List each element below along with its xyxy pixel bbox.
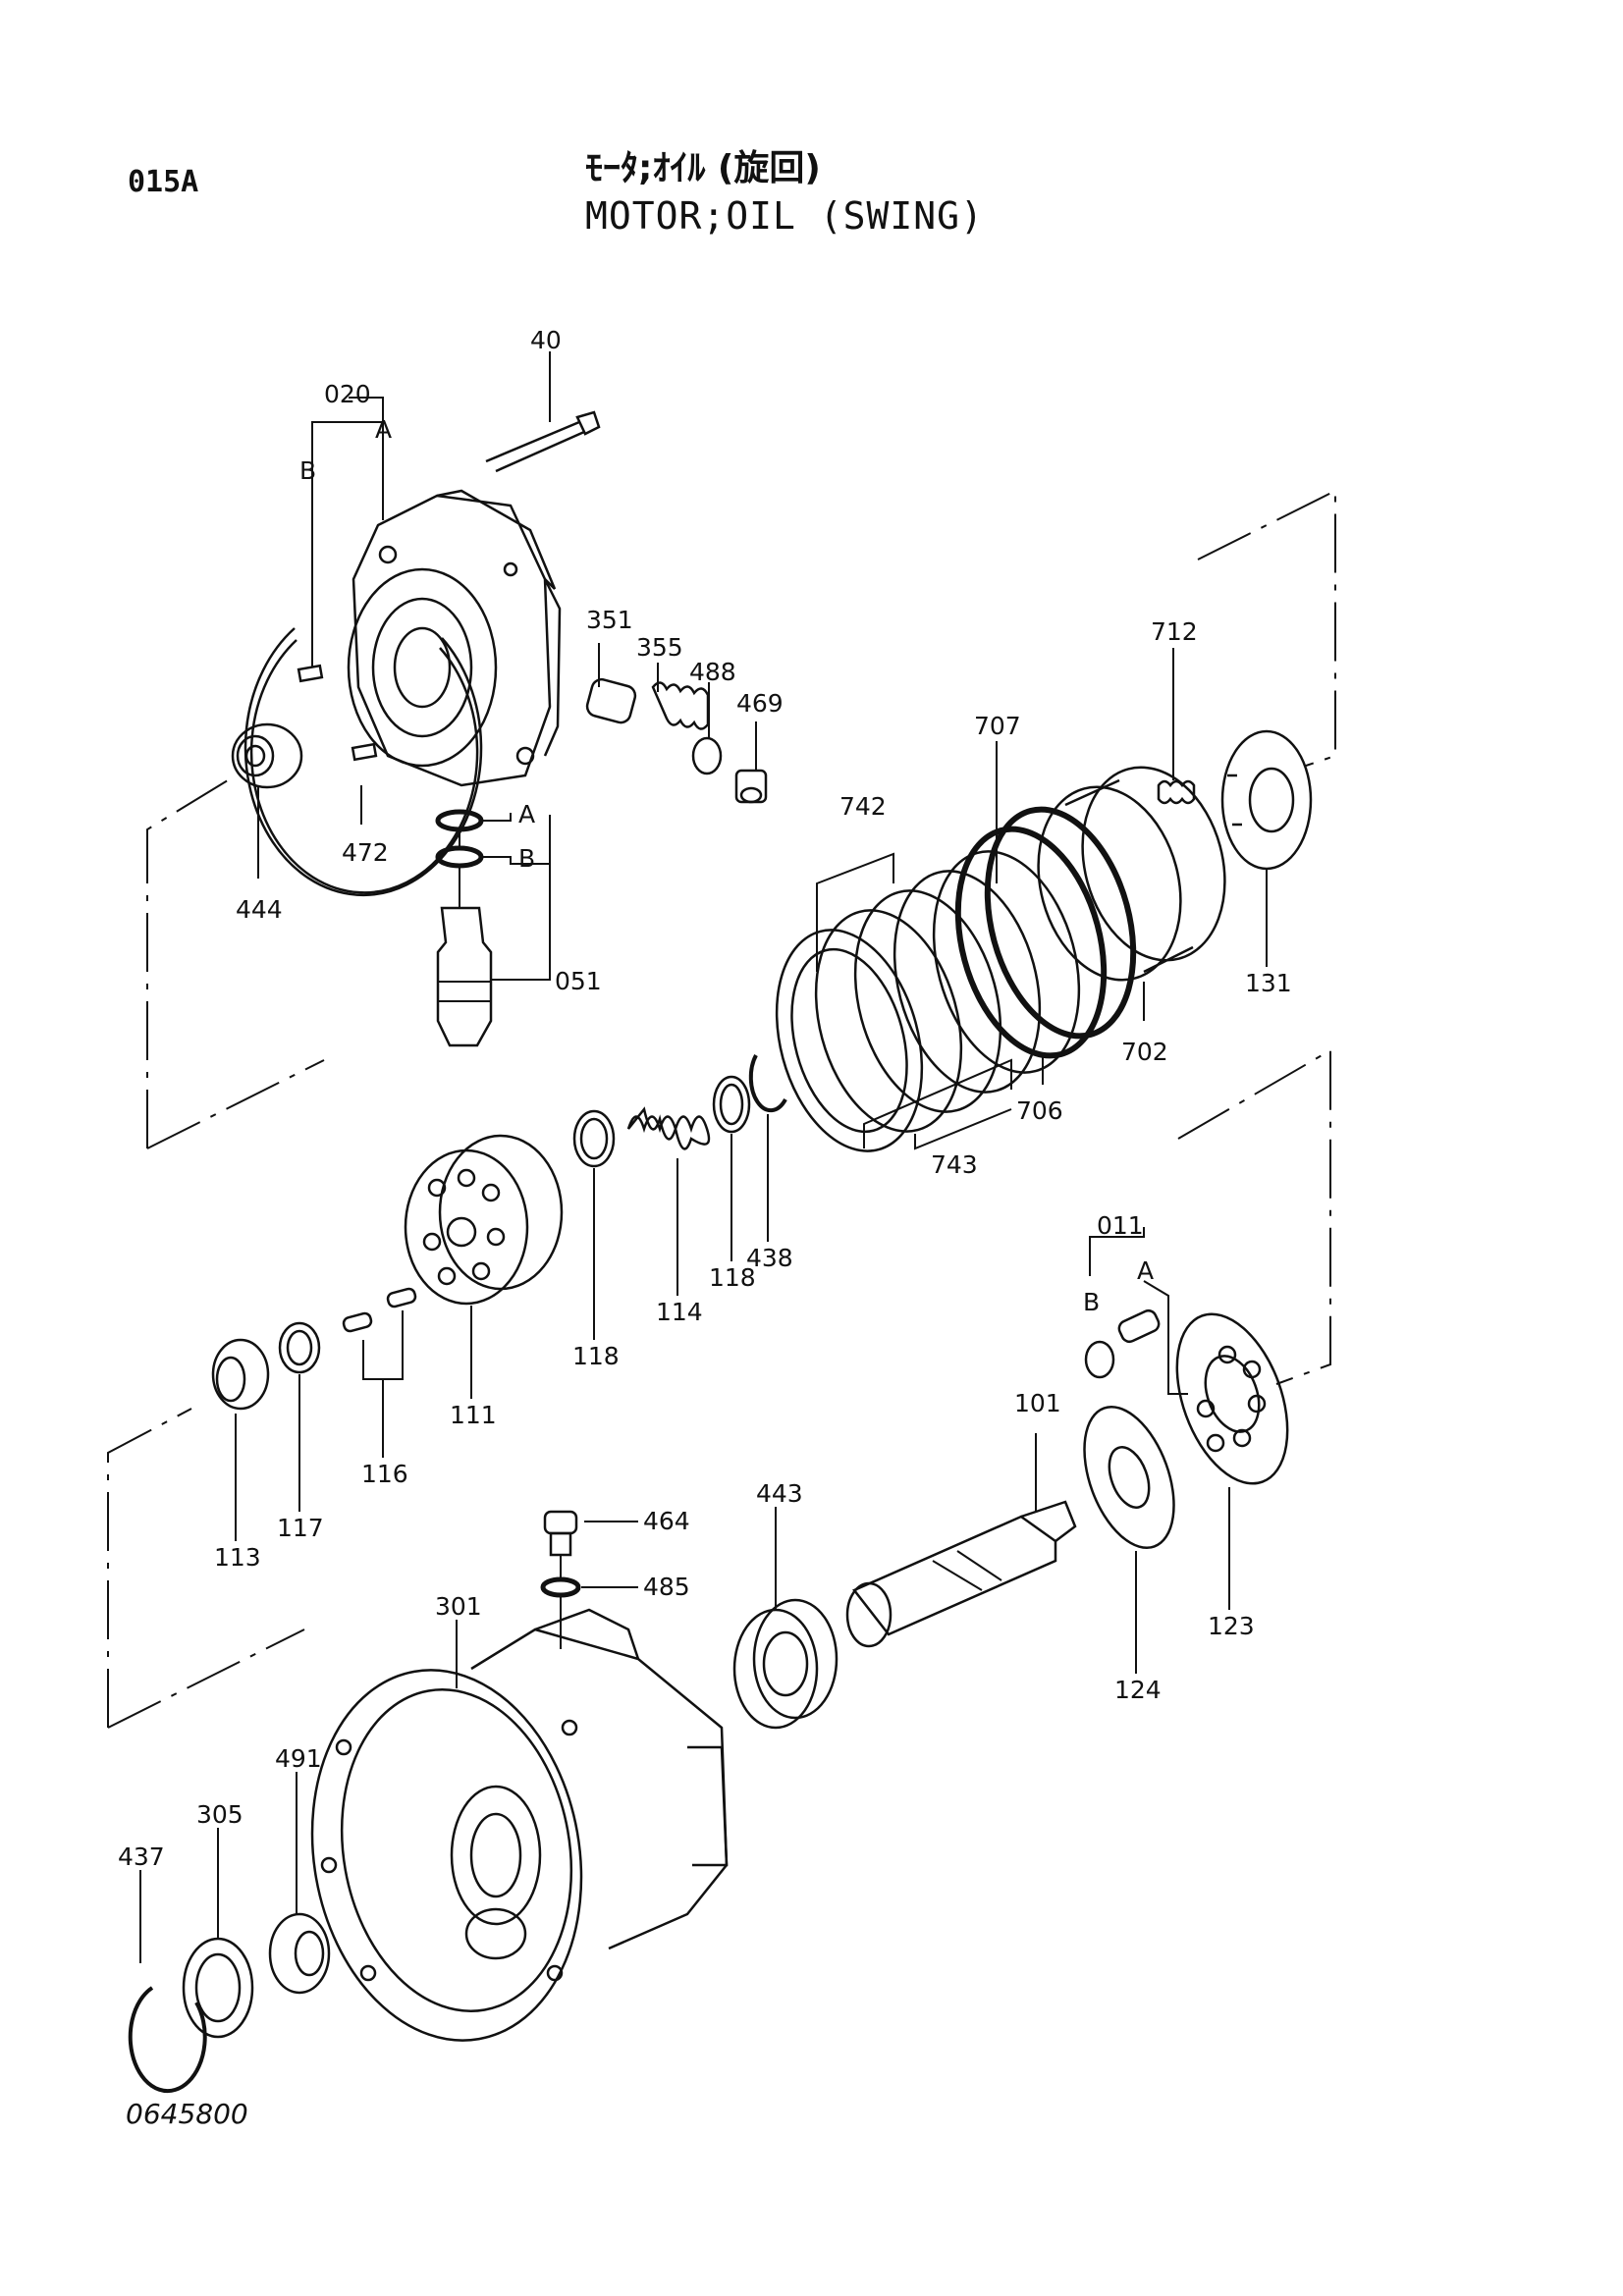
callout-437: 437 bbox=[118, 1842, 165, 1871]
callout-131: 131 bbox=[1245, 969, 1292, 997]
callout-020-a: A bbox=[375, 415, 392, 444]
bolt-40-part bbox=[485, 373, 601, 473]
title-japanese: ﾓｰﾀ;ｵｲﾙ (旋回) bbox=[585, 148, 821, 188]
callout-020-b: B bbox=[299, 456, 316, 485]
callout-706: 706 bbox=[1016, 1096, 1063, 1125]
pins-ring-gear-part bbox=[211, 1287, 417, 1411]
callout-113: 113 bbox=[214, 1543, 261, 1572]
callout-712: 712 bbox=[1151, 617, 1198, 646]
callout-351: 351 bbox=[586, 606, 633, 634]
callout-051-a: A bbox=[518, 800, 535, 828]
callout-123: 123 bbox=[1208, 1612, 1255, 1640]
callout-118b: 118 bbox=[709, 1263, 756, 1292]
callout-117: 117 bbox=[277, 1514, 324, 1542]
drawing-number: 0645800 bbox=[126, 2098, 248, 2130]
callout-301: 301 bbox=[435, 1592, 482, 1621]
title-english: MOTOR;OIL (SWING) bbox=[585, 194, 984, 238]
callout-111: 111 bbox=[450, 1401, 497, 1429]
cylinder-block-111-part bbox=[404, 1134, 564, 1306]
callout-011: 011 bbox=[1097, 1211, 1144, 1240]
spring-plate-part bbox=[1157, 729, 1313, 871]
callout-051-b: B bbox=[518, 844, 535, 873]
callout-444: 444 bbox=[236, 895, 283, 924]
shaft-101-part bbox=[845, 1500, 1077, 1648]
callout-116: 116 bbox=[361, 1460, 408, 1488]
valve-plate-part bbox=[1083, 1308, 1289, 1550]
seal-ring-snap-part bbox=[128, 1912, 331, 2093]
plug-464-ring-485-part bbox=[540, 1510, 581, 1598]
callout-491: 491 bbox=[275, 1744, 322, 1773]
bearing-444-part bbox=[231, 722, 303, 789]
callout-702: 702 bbox=[1121, 1038, 1168, 1066]
callout-464: 464 bbox=[643, 1507, 690, 1535]
housing-301-part bbox=[310, 1608, 729, 2042]
callout-469: 469 bbox=[736, 689, 784, 718]
callout-011-b: B bbox=[1083, 1288, 1100, 1316]
callout-124: 124 bbox=[1114, 1676, 1162, 1704]
callout-051: 051 bbox=[555, 967, 602, 995]
o-rings-706-707-part bbox=[954, 806, 1137, 1059]
callout-114: 114 bbox=[656, 1298, 703, 1326]
callout-labels: 40 020 A B 351 355 488 469 712 707 742 4… bbox=[118, 326, 1292, 1871]
callout-438: 438 bbox=[746, 1244, 793, 1272]
springs-rings-part bbox=[572, 1054, 787, 1168]
callout-443: 443 bbox=[756, 1479, 803, 1508]
callout-101: 101 bbox=[1014, 1389, 1061, 1417]
leader-lines bbox=[107, 351, 1336, 1963]
callout-743: 743 bbox=[931, 1150, 978, 1179]
section-code: 015A bbox=[128, 165, 199, 199]
brake-plates-part bbox=[775, 850, 1081, 1152]
valve-cover-part bbox=[243, 489, 562, 897]
bearing-443-part bbox=[732, 1598, 839, 1730]
callout-40: 40 bbox=[530, 326, 562, 354]
callout-488: 488 bbox=[689, 658, 736, 686]
callout-472: 472 bbox=[342, 838, 389, 867]
callout-707: 707 bbox=[974, 712, 1021, 740]
shuttle-valve-051-part bbox=[435, 809, 493, 1047]
callout-305: 305 bbox=[196, 1800, 243, 1829]
callout-011-a: A bbox=[1137, 1256, 1154, 1285]
valve-parts-group bbox=[585, 677, 768, 804]
brake-piston-702-part bbox=[1037, 766, 1226, 982]
callout-742: 742 bbox=[839, 792, 887, 821]
callout-020: 020 bbox=[324, 380, 371, 408]
callout-355: 355 bbox=[636, 633, 683, 662]
callout-485: 485 bbox=[643, 1573, 690, 1601]
callout-118a: 118 bbox=[572, 1342, 620, 1370]
